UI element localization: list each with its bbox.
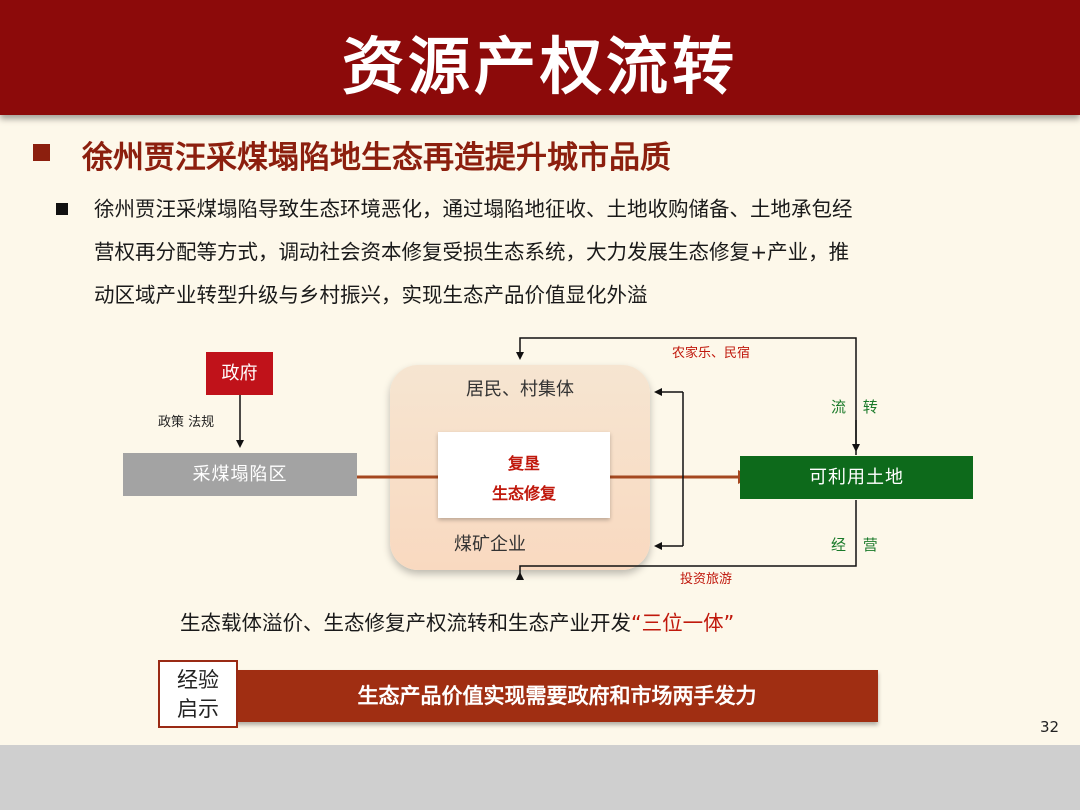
paragraph: 徐州贾汪采煤塌陷导致生态环境恶化，通过塌陷地征收、土地收购储备、土地承包经 营权… [94,188,1004,317]
section-bullet-icon [33,144,50,161]
arrows-layer [236,337,860,580]
paragraph-line: 营权再分配等方式，调动社会资本修复受损生态系统，大力发展生态修复+产业，推 [94,240,850,264]
lesson-bar: 生态产品价值实现需要政府和市场两手发力 [236,670,878,722]
bottom-loop-line [519,500,857,574]
lesson-label-line: 启示 [177,697,219,721]
tagline: 生态载体溢价、生态修复产权流转和生态产业开发“三位一体” [180,606,734,636]
enterprise-label: 煤矿企业 [454,534,526,555]
transfer-label: 流 转 [831,398,884,416]
slide: 资源产权流转 徐州贾汪采煤塌陷地生态再造提升城市品质 徐州贾汪采煤塌陷导致生态环… [0,0,1080,745]
paragraph-bullet-icon [56,203,68,215]
paragraph-line: 徐州贾汪采煤塌陷导致生态环境恶化，通过塌陷地征收、土地收购储备、土地承包经 [94,197,853,221]
title-bar: 资源产权流转 [0,0,1080,115]
flow-diagram: 居民、村集体 煤矿企业 复垦 生态修复 政府 政策 法规 采煤塌陷区 可利用土地… [0,320,1080,600]
policy-label: 政策 法规 [158,415,215,430]
subsidence-area-box: 采煤塌陷区 [123,453,357,496]
usable-land-box: 可利用土地 [740,456,973,499]
top-loop-arrow [516,337,857,455]
restoration-line2: 生态修复 [491,484,556,503]
page-title: 资源产权流转 [341,30,738,103]
restoration-box: 复垦 生态修复 [438,432,610,518]
tagline-text: 生态载体溢价、生态修复产权流转和生态产业开发 [180,611,631,635]
lesson-label: 经验 启示 [158,660,238,728]
government-box: 政府 [206,352,273,395]
tagline-highlight: “三位一体” [631,611,735,635]
residents-label: 居民、村集体 [466,379,574,400]
restoration-line1: 复垦 [507,454,540,473]
operate-label: 经 营 [831,536,884,554]
page-number: 32 [1040,718,1060,736]
section-title: 徐州贾汪采煤塌陷地生态再造提升城市品质 [82,140,671,176]
top-flow-label: 农家乐、民宿 [672,346,751,361]
lesson-label-line: 经验 [177,668,219,692]
bottom-flow-label: 投资旅游 [680,572,733,587]
paragraph-line: 动区域产业转型升级与乡村振兴，实现生态产品价值显化外溢 [94,283,648,307]
